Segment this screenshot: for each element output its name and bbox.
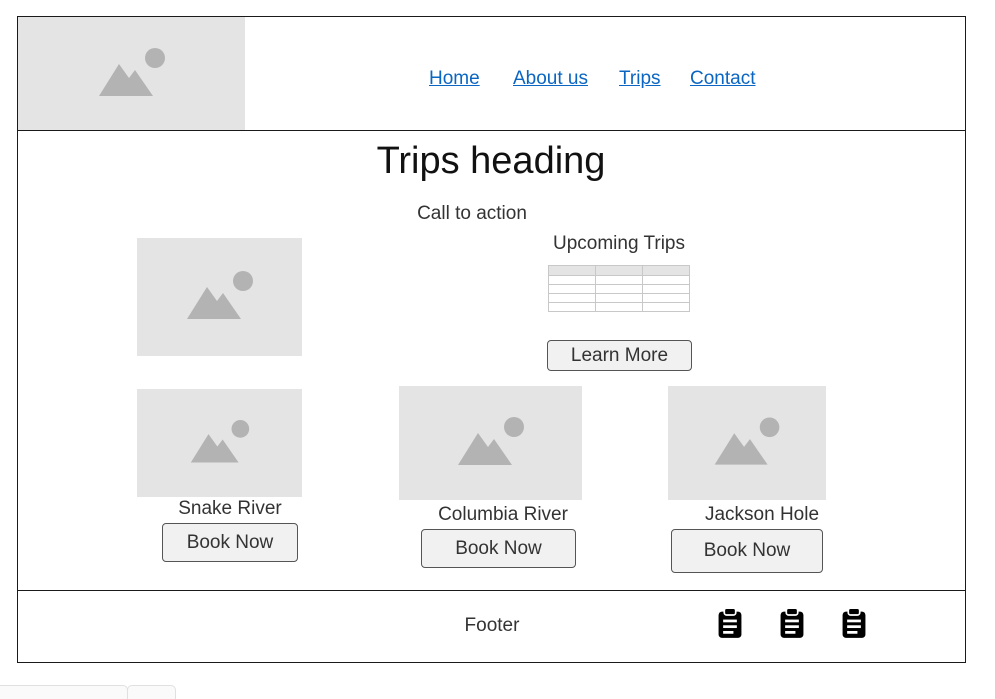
image-icon bbox=[98, 47, 165, 96]
clipboard-icon[interactable] bbox=[840, 607, 868, 639]
trip-image-columbia-river bbox=[399, 386, 582, 500]
logo-image-placeholder bbox=[18, 17, 245, 130]
feature-image-placeholder bbox=[137, 238, 302, 356]
image-icon bbox=[186, 271, 253, 319]
page-title: Trips heading bbox=[376, 140, 606, 182]
book-now-button[interactable]: Book Now bbox=[421, 529, 576, 568]
image-icon bbox=[714, 417, 780, 465]
trip-image-snake-river bbox=[137, 389, 302, 497]
upcoming-trips-table bbox=[548, 265, 690, 312]
footer bbox=[17, 590, 966, 663]
nav-link-contact[interactable]: Contact bbox=[690, 68, 756, 89]
call-to-action-text: Call to action bbox=[417, 203, 527, 224]
trip-name: Jackson Hole bbox=[704, 504, 820, 525]
book-now-button[interactable]: Book Now bbox=[671, 529, 823, 573]
learn-more-button[interactable]: Learn More bbox=[547, 340, 692, 371]
image-icon bbox=[457, 417, 524, 465]
clipboard-icon[interactable] bbox=[778, 607, 806, 639]
trip-name: Snake River bbox=[178, 498, 282, 519]
nav-link-home[interactable]: Home bbox=[429, 68, 480, 89]
nav-link-trips[interactable]: Trips bbox=[619, 68, 661, 89]
image-icon bbox=[190, 420, 249, 463]
upcoming-trips-title: Upcoming Trips bbox=[553, 233, 685, 254]
editor-tab[interactable] bbox=[0, 685, 128, 699]
clipboard-icon[interactable] bbox=[716, 607, 744, 639]
footer-label: Footer bbox=[464, 615, 520, 636]
trip-image-jackson-hole bbox=[668, 386, 826, 500]
book-now-button[interactable]: Book Now bbox=[162, 523, 298, 562]
nav-link-about-us[interactable]: About us bbox=[513, 68, 588, 89]
trip-name: Columbia River bbox=[438, 504, 568, 525]
editor-tab[interactable] bbox=[127, 685, 176, 699]
